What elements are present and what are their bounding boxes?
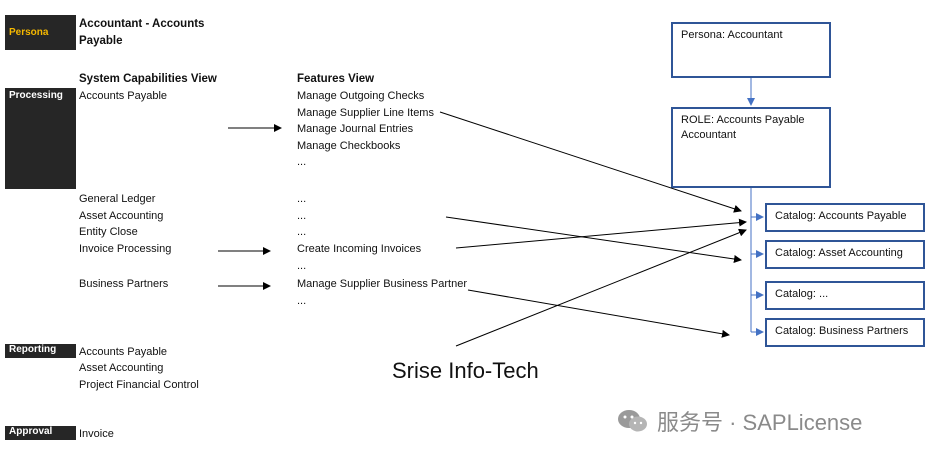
arrow-invoices-to-catalog-ap: [455, 218, 747, 249]
feature-manage-journal-entries: Manage Journal Entries: [297, 123, 414, 135]
catalog-label: Catalog: Accounts Payable: [775, 210, 907, 222]
persona-tag: Persona: [5, 15, 76, 50]
feature-ellipsis: ...: [297, 156, 307, 168]
persona-accountant-label: Persona: Accountant: [681, 29, 783, 41]
features-header: Features View: [297, 73, 375, 85]
catalog-accounts-payable: Catalog: Accounts Payable: [765, 203, 925, 232]
report-project-financial-control: Project Financial Control: [79, 379, 199, 391]
catalog-business-partners: Catalog: Business Partners: [765, 318, 925, 347]
srise-caption: Srise Info-Tech: [392, 358, 539, 383]
proc-accounts-payable: Accounts Payable: [79, 90, 168, 102]
feature-manage-supplier-line-items: Manage Supplier Line Items: [297, 107, 434, 119]
reporting-label: Reporting: [9, 344, 57, 355]
approval-block: Approval: [5, 426, 76, 440]
proc-invoice-processing: Invoice Processing: [79, 243, 172, 255]
arrow-srise-to-catalog-ap: [455, 228, 747, 347]
feature-ellipsis: ...: [297, 210, 307, 222]
report-accounts-payable: Accounts Payable: [79, 346, 168, 358]
report-asset-accounting: Asset Accounting: [79, 362, 164, 374]
feature-ellipsis: ...: [297, 295, 307, 307]
catalog-ellipsis: Catalog: ...: [765, 281, 925, 310]
feature-manage-outgoing-checks: Manage Outgoing Checks: [297, 90, 425, 102]
feature-manage-checkbooks: Manage Checkbooks: [297, 140, 401, 152]
arrow-line-items-to-catalog-ap: [439, 111, 742, 213]
role-box: ROLE: Accounts Payable Accountant: [671, 107, 831, 188]
feature-ellipsis: ...: [297, 226, 307, 238]
feature-ellipsis: ...: [297, 193, 307, 205]
proc-entity-close: Entity Close: [79, 226, 138, 238]
feature-create-incoming-invoices: Create Incoming Invoices: [297, 243, 422, 255]
persona-title: Accountant - Accounts Payable: [79, 18, 205, 47]
approval-label: Approval: [9, 426, 53, 437]
system-capabilities-header: System Capabilities View: [79, 73, 217, 85]
catalog-asset-accounting: Catalog: Asset Accounting: [765, 240, 925, 269]
processing-label: Processing: [9, 90, 63, 101]
persona-tag-label: Persona: [9, 27, 49, 38]
watermark-text: 服务号 · SAPLicense: [657, 410, 863, 435]
role-label: ROLE: Accounts Payable Accountant: [681, 114, 805, 141]
arrow-asset-to-catalog-asset: [445, 216, 742, 263]
catalog-label: Catalog: ...: [775, 288, 829, 300]
arrow-bp-to-catalog-bp: [467, 289, 730, 338]
catalog-label: Catalog: Asset Accounting: [775, 247, 903, 259]
watermark: 服务号 · SAPLicense: [617, 405, 862, 437]
reporting-block: Reporting: [5, 344, 76, 358]
approval-invoice: Invoice: [79, 428, 114, 440]
wechat-icon: [617, 407, 649, 435]
proc-business-partners: Business Partners: [79, 278, 169, 290]
catalog-label: Catalog: Business Partners: [775, 325, 909, 337]
persona-accountant-box: Persona: Accountant: [671, 22, 831, 78]
feature-manage-supplier-business-partner: Manage Supplier Business Partner: [297, 278, 467, 290]
proc-asset-accounting: Asset Accounting: [79, 210, 164, 222]
feature-ellipsis: ...: [297, 260, 307, 272]
processing-block: Processing: [5, 88, 76, 189]
proc-general-ledger: General Ledger: [79, 193, 156, 205]
